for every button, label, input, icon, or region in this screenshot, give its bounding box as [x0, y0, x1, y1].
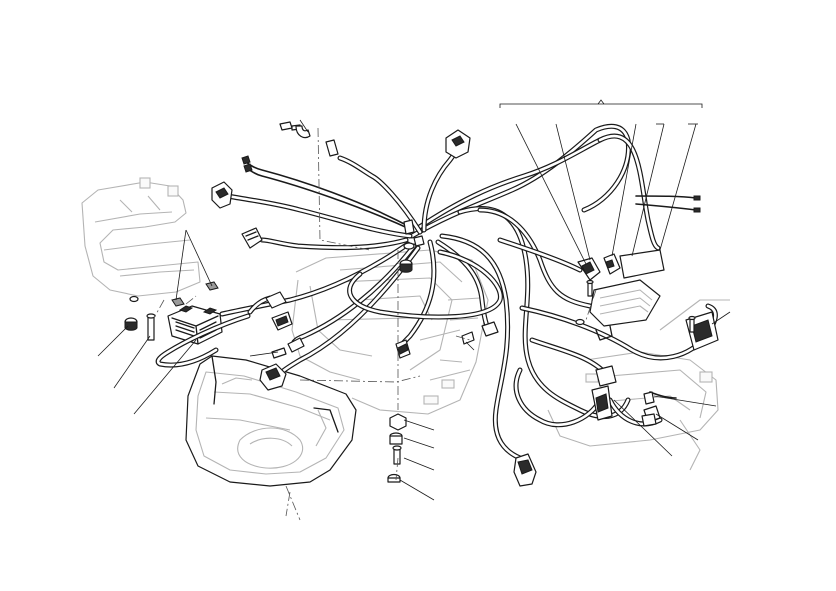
- rear-grommet: [641, 413, 657, 427]
- rubber-grommet: [124, 317, 138, 331]
- headlight-support-frame-ghost: [81, 177, 201, 297]
- connector-bullet-center: [395, 339, 411, 359]
- connector-rear-relay: [591, 365, 617, 421]
- connector-horn-plug: [259, 363, 287, 391]
- headlight-assembly: [185, 355, 357, 487]
- ecu-screws: [575, 279, 696, 333]
- connector-bottom-right: [513, 453, 537, 487]
- connector-bullet-right: [461, 321, 499, 345]
- main-wiring-harness: [155, 123, 718, 461]
- speed-nuts: [129, 281, 219, 307]
- connector-regulator-plug: [265, 291, 293, 331]
- assembly-center-lines: [153, 127, 597, 521]
- regulator-screw: [146, 313, 156, 341]
- relay-connector: [577, 257, 601, 281]
- ecu-control-unit: [589, 249, 665, 341]
- top-bolt-and-clamp: [279, 121, 311, 139]
- connector-top-center: [445, 129, 471, 159]
- fuse-holder: [603, 253, 621, 275]
- connector-bullet-left: [271, 337, 305, 359]
- connector-sensor-top: [325, 139, 339, 157]
- headlight-mount-hardware: [387, 413, 407, 483]
- cable-tie-clamps: [399, 219, 425, 273]
- terminal-tips: [241, 155, 701, 213]
- connector-headlight-left: [211, 181, 233, 209]
- callout-leader-lines: [97, 99, 731, 501]
- voltage-regulator: [167, 305, 223, 345]
- connector-dash-plug: [241, 227, 263, 249]
